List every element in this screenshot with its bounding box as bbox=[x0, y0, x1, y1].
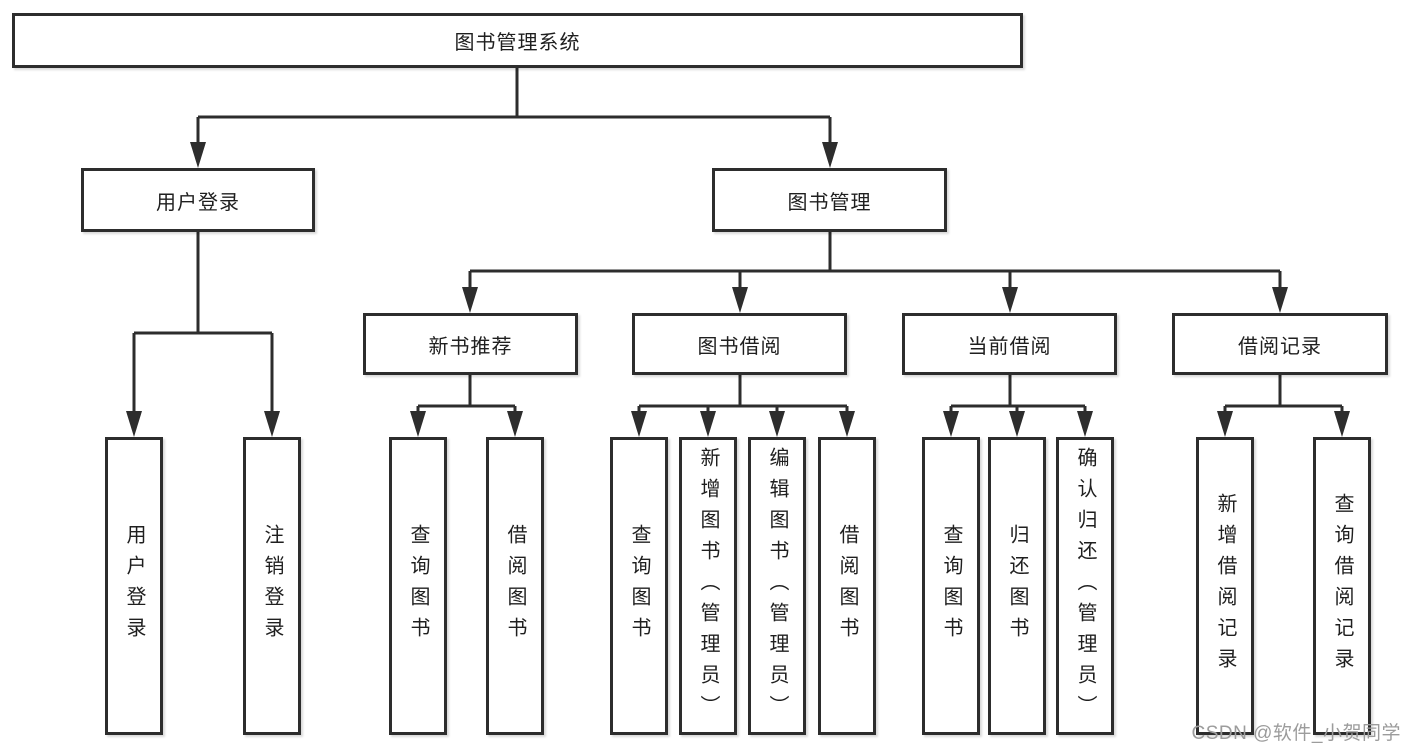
leaf-query-books-borrow-label: 查询图书 bbox=[628, 524, 650, 648]
leaf-add-books-admin: 新增图书（管理员） bbox=[679, 437, 737, 735]
leaf-borrow-books-label: 借阅图书 bbox=[836, 524, 858, 648]
connector-user-login-to-leaves bbox=[126, 232, 280, 437]
leaf-edit-books-admin: 编辑图书（管理员） bbox=[748, 437, 806, 735]
leaf-query-borrow-record-label: 查询借阅记录 bbox=[1331, 493, 1353, 679]
node-borrow-records: 借阅记录 bbox=[1172, 313, 1388, 375]
connector-book-borrow-to-leaves bbox=[631, 375, 855, 437]
arrowhead bbox=[822, 142, 838, 168]
leaf-query-books-current: 查询图书 bbox=[922, 437, 980, 735]
node-book-borrow: 图书借阅 bbox=[632, 313, 847, 375]
connector-book-management-to-level3 bbox=[462, 232, 1288, 313]
arrowhead bbox=[1217, 411, 1233, 437]
arrowhead bbox=[462, 287, 478, 313]
arrowhead bbox=[943, 411, 959, 437]
leaf-user-login-label: 用户登录 bbox=[123, 524, 145, 648]
leaf-return-books: 归还图书 bbox=[988, 437, 1046, 735]
arrowhead bbox=[631, 411, 647, 437]
leaf-logout-login-label: 注销登录 bbox=[261, 524, 283, 648]
leaf-query-books-recommend: 查询图书 bbox=[389, 437, 447, 735]
leaf-query-books-current-label: 查询图书 bbox=[940, 524, 962, 648]
leaf-borrow-books: 借阅图书 bbox=[818, 437, 876, 735]
leaf-add-books-admin-label: 新增图书（管理员） bbox=[697, 446, 719, 726]
leaf-borrow-books-recommend: 借阅图书 bbox=[486, 437, 544, 735]
node-book-borrow-label: 图书借阅 bbox=[697, 335, 782, 358]
arrowhead bbox=[410, 411, 426, 437]
arrowhead bbox=[1334, 411, 1350, 437]
node-root-label: 图书管理系统 bbox=[454, 32, 581, 54]
connector-root-to-level2 bbox=[190, 68, 838, 168]
arrowhead bbox=[1002, 287, 1018, 313]
arrowhead bbox=[839, 411, 855, 437]
leaf-logout-login: 注销登录 bbox=[243, 437, 301, 735]
leaf-borrow-books-recommend-label: 借阅图书 bbox=[504, 524, 526, 648]
leaf-query-borrow-record: 查询借阅记录 bbox=[1313, 437, 1371, 735]
node-root: 图书管理系统 bbox=[12, 13, 1023, 68]
arrowhead bbox=[1272, 287, 1288, 313]
connector-borrow-records-to-leaves bbox=[1217, 375, 1350, 437]
leaf-edit-books-admin-label: 编辑图书（管理员） bbox=[766, 446, 788, 726]
arrowhead bbox=[1077, 411, 1093, 437]
connector-current-borrow-to-leaves bbox=[943, 375, 1093, 437]
node-book-management: 图书管理 bbox=[712, 168, 947, 232]
leaf-user-login: 用户登录 bbox=[105, 437, 163, 735]
leaf-return-books-label: 归还图书 bbox=[1006, 524, 1028, 648]
leaf-confirm-return-admin: 确认归还（管理员） bbox=[1056, 437, 1114, 735]
leaf-query-books-borrow: 查询图书 bbox=[610, 437, 668, 735]
arrowhead bbox=[190, 142, 206, 168]
arrowhead bbox=[1009, 411, 1025, 437]
arrowhead bbox=[700, 411, 716, 437]
leaf-confirm-return-admin-label: 确认归还（管理员） bbox=[1074, 446, 1096, 726]
leaf-add-borrow-record-label: 新增借阅记录 bbox=[1214, 493, 1236, 679]
arrowhead bbox=[732, 287, 748, 313]
arrowhead bbox=[507, 411, 523, 437]
node-user-login-label: 用户登录 bbox=[156, 191, 240, 214]
leaf-query-books-recommend-label: 查询图书 bbox=[407, 524, 429, 648]
node-current-borrow-label: 当前借阅 bbox=[967, 335, 1052, 358]
csdn-watermark: CSDN @软件_小贺同学 bbox=[1191, 723, 1401, 744]
node-new-book-recommend: 新书推荐 bbox=[363, 313, 578, 375]
node-new-book-recommend-label: 新书推荐 bbox=[428, 335, 513, 358]
arrowhead bbox=[126, 411, 142, 437]
node-user-login: 用户登录 bbox=[81, 168, 315, 232]
node-borrow-records-label: 借阅记录 bbox=[1238, 335, 1322, 358]
arrowhead bbox=[264, 411, 280, 437]
connector-new-book-recommend-to-leaves bbox=[410, 375, 523, 437]
node-current-borrow: 当前借阅 bbox=[902, 313, 1117, 375]
leaf-add-borrow-record: 新增借阅记录 bbox=[1196, 437, 1254, 735]
node-book-management-label: 图书管理 bbox=[787, 191, 872, 214]
arrowhead bbox=[769, 411, 785, 437]
